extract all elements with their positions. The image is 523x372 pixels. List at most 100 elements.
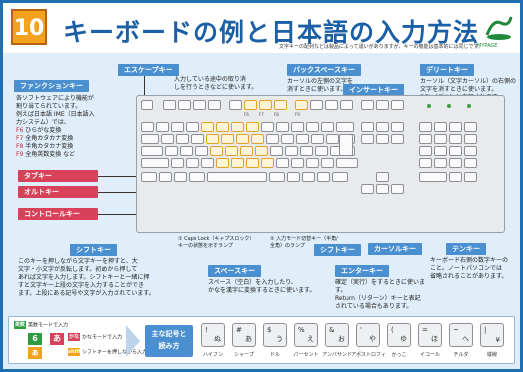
keyboard-key xyxy=(210,146,223,156)
keyboard-key xyxy=(270,146,283,156)
note-input-lamp: ② 入力モード切替キー（半角/ 全角）のランプ xyxy=(270,236,338,249)
symbol-key: $う xyxy=(263,323,287,347)
header: 10 キーボードの例と日本語の入力方法 文字キーの配列などは製品によって違いがあ… xyxy=(3,3,520,53)
symbols-badge: 主な記号と 読み方 xyxy=(145,325,193,357)
symbol-glyph: $ xyxy=(267,326,272,334)
symbol-name: アポストロフィ xyxy=(351,352,386,358)
enter-key xyxy=(339,134,353,156)
symbols-panel: 英数英数モードで入力 6 あ かなかなモードで入力 ぁ shiftシフトキーを押… xyxy=(8,316,515,364)
kana-glyph: へ xyxy=(462,335,469,343)
symbol-key: #あ xyxy=(232,323,256,347)
desc-function-key: 各ソフトウェアにより機能が 割り当てられています。 例えば日本語 IME（日本語… xyxy=(16,95,95,158)
keyboard-key xyxy=(336,158,358,168)
keyboard-key xyxy=(231,158,244,168)
kana-glyph: う xyxy=(276,335,283,343)
keyboard-key xyxy=(236,134,249,144)
keyboard-key xyxy=(311,134,324,144)
kana-glyph: や xyxy=(369,335,376,343)
label-backspace-key: バックスペースキー xyxy=(287,64,361,76)
legend-key: ぁ xyxy=(28,347,42,359)
kana-glyph: え xyxy=(307,335,314,343)
symbol-key: %え xyxy=(294,323,318,347)
esc-key xyxy=(141,100,153,110)
symbol-key: !ぬ xyxy=(201,323,225,347)
keyboard-key xyxy=(306,158,319,168)
f11-key xyxy=(325,100,338,110)
label-space-key: スペースキー xyxy=(208,265,262,277)
tenkey-key xyxy=(419,134,432,144)
tenkey-key xyxy=(449,146,462,156)
symbol-glyph: ( xyxy=(391,326,394,334)
keyboard-key xyxy=(326,134,339,144)
symbol-name: イコール xyxy=(419,352,440,358)
desc-escape-key: 入力している途中の取り消 しを行うときなどに使います。 xyxy=(174,76,258,91)
keyboard-key xyxy=(141,146,163,156)
pagedown-key xyxy=(391,134,404,144)
keyboard-key xyxy=(332,172,348,182)
keyboard-key xyxy=(191,134,204,144)
symbol-name: アンパサンド xyxy=(322,352,352,358)
input-mode-legend: 英数英数モードで入力 6 あ かなかなモードで入力 ぁ shiftシフトキーを押… xyxy=(14,321,147,361)
down-arrow-key xyxy=(376,184,389,194)
tenkey-key xyxy=(434,134,447,144)
tenkey-key xyxy=(419,172,447,182)
keyboard-key xyxy=(201,122,214,132)
f12-key xyxy=(340,100,353,110)
leader-line xyxy=(144,76,145,98)
f4-key xyxy=(208,100,221,110)
keyboard-key xyxy=(302,172,315,182)
keyboard-key xyxy=(261,122,274,132)
tenkey-key xyxy=(449,172,462,182)
keyboard-key xyxy=(276,122,289,132)
fn-label: F7 xyxy=(259,112,264,117)
legend-key: 6 xyxy=(28,333,42,345)
keyboard-key xyxy=(141,134,159,144)
keyboard-key xyxy=(216,158,229,168)
symbol-name: かっこ xyxy=(391,352,407,358)
keyboard-key xyxy=(246,122,259,132)
keyboard-key xyxy=(231,122,244,132)
keyboard-key xyxy=(180,146,193,156)
keyboard-key xyxy=(285,146,298,156)
keyboard-key xyxy=(186,158,199,168)
keyboard-key xyxy=(291,158,304,168)
tenkey-key xyxy=(419,146,432,156)
tenkey-key xyxy=(464,172,477,182)
desc-space-key: スペース（空白）を入力したり、 かなを漢字に変換するときに使います。 xyxy=(208,279,316,294)
symbol-key: =ほ xyxy=(418,323,442,347)
leader-line xyxy=(98,176,148,177)
led-indicator xyxy=(467,104,471,108)
keyboard-key xyxy=(291,122,304,132)
label-delete-key: デリートキー xyxy=(420,64,474,76)
tenkey-key xyxy=(434,146,447,156)
kana-glyph: ほ xyxy=(431,335,438,343)
print-key xyxy=(361,100,374,110)
keyboard-key xyxy=(207,172,267,182)
f5-key xyxy=(229,100,242,110)
tenkey-key xyxy=(464,158,477,168)
f8-key xyxy=(274,100,287,110)
f9-key xyxy=(295,100,308,110)
pause-key xyxy=(391,100,404,110)
fn-label: F9 xyxy=(295,112,300,117)
note-caps-lamp: ① Caps Lock（キャプスロック） キーの状態を示すランプ xyxy=(178,236,255,249)
label-tab-key: タブキー xyxy=(18,170,98,182)
keyboard-key xyxy=(141,122,154,132)
logo-icon xyxy=(485,16,513,40)
keyboard-key xyxy=(281,134,294,144)
leader-line xyxy=(98,192,148,193)
keyboard-key xyxy=(174,172,187,182)
f3-key xyxy=(193,100,206,110)
symbol-key: 'や xyxy=(356,323,380,347)
keyboard-key xyxy=(171,122,184,132)
legend-row: shiftシフトキーを押しながら入力 xyxy=(68,348,148,356)
kana-glyph: ¥ xyxy=(495,336,500,344)
desc-tenkey: キーボード右側の数字キーの こと。ノートパソコンでは 省略されることがあります。 xyxy=(430,257,509,280)
up-arrow-key xyxy=(376,172,389,182)
keyboard-key xyxy=(321,122,334,132)
keyboard-key xyxy=(261,158,274,168)
f1-key xyxy=(163,100,176,110)
keyboard-key xyxy=(171,158,184,168)
legend-row: 英数英数モードで入力 xyxy=(14,321,69,329)
keyboard-key xyxy=(216,122,229,132)
